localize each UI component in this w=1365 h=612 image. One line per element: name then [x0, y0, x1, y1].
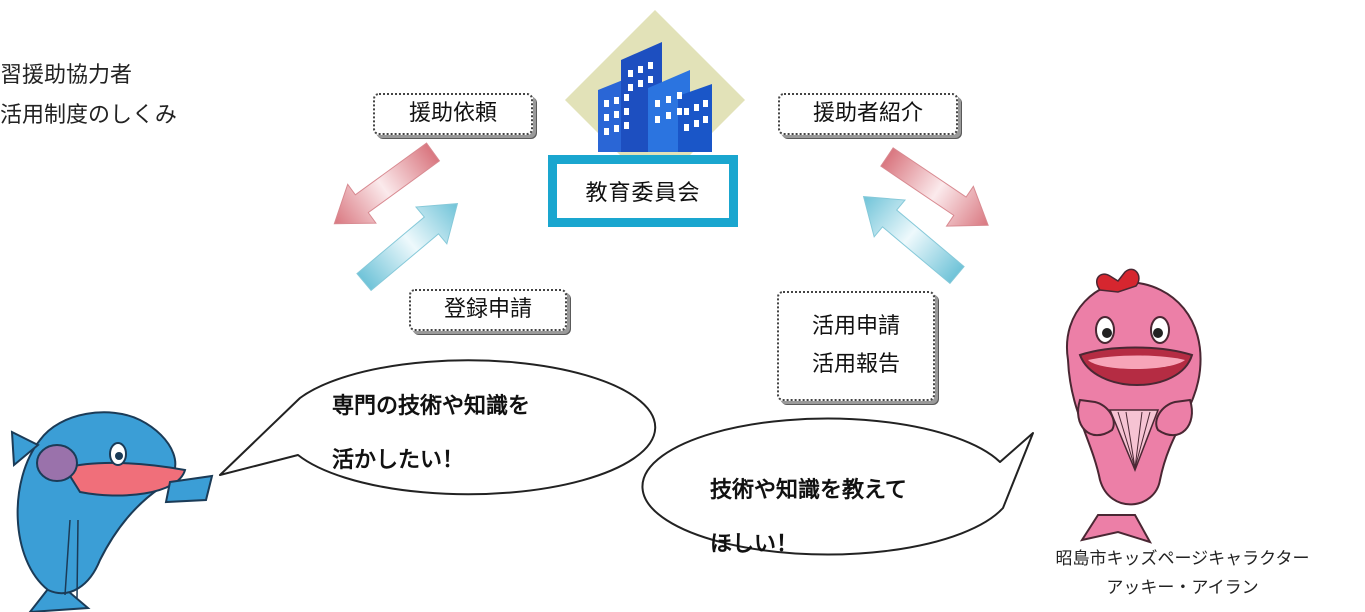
right-speech-bubble — [641, 417, 1034, 556]
character-caption-line-2: アッキー・アイラン — [1106, 578, 1259, 598]
label-usage-application-report: 活用申請 活用報告 — [777, 291, 935, 401]
board-of-education-box: 教育委員会 — [548, 155, 738, 227]
character-caption-line-1: 昭島市キッズページキャラクター — [1055, 549, 1310, 569]
building-icon — [598, 42, 712, 152]
label-request-help: 援助依頼 — [373, 93, 533, 135]
right-bubble-line-1: 技術や知識を教えて — [710, 478, 907, 503]
label-introduce-helper: 援助者紹介 — [778, 93, 958, 135]
label-usage-application: 活用申請 — [811, 314, 900, 339]
blue-whale-character — [10, 411, 214, 612]
left-bubble-line-1: 専門の技術や知識を — [332, 394, 531, 419]
right-bubble-line-2: ほしい！ — [710, 532, 799, 557]
diagram-title: 習援助協力者 活用制度のしくみ — [0, 56, 177, 136]
title-line-2: 活用制度のしくみ — [0, 103, 177, 128]
board-of-education-label: 教育委員会 — [555, 162, 731, 220]
right-bubble-text: 技術や知識を教えて ほしい！ — [710, 464, 907, 572]
pink-whale-character — [1065, 268, 1202, 544]
label-usage-report: 活用報告 — [811, 352, 900, 377]
label-registration: 登録申請 — [409, 289, 567, 331]
left-bubble-text: 専門の技術や知識を 活かしたい！ — [332, 380, 530, 488]
character-caption: 昭島市キッズページキャラクター アッキー・アイラン — [1010, 545, 1355, 603]
left-speech-bubble — [219, 359, 657, 496]
left-bubble-line-2: 活かしたい！ — [332, 448, 465, 473]
title-line-1: 習援助協力者 — [0, 63, 133, 88]
